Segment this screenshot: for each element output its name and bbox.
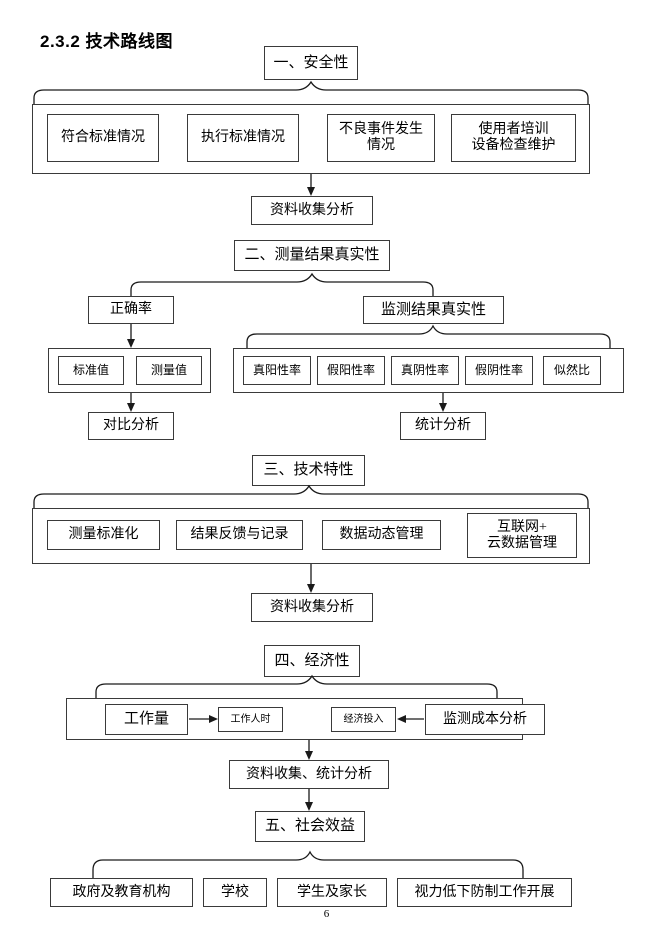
arrow-technical-to-outcome <box>307 564 315 593</box>
economics-item-investment: 经济投入 <box>331 707 396 732</box>
social-item-2: 学校 <box>203 878 267 907</box>
section-header-technical-features: 三、技术特性 <box>252 455 365 486</box>
economics-outcome: 资料收集、统计分析 <box>229 760 389 789</box>
right-branch-item-1: 真阳性率 <box>243 356 311 385</box>
technical-item-3: 数据动态管理 <box>322 520 441 550</box>
section-header-safety: 一、安全性 <box>264 46 358 80</box>
social-item-1: 政府及教育机构 <box>50 878 193 907</box>
safety-outcome: 资料收集分析 <box>251 196 373 225</box>
safety-item-1: 符合标准情况 <box>47 114 159 162</box>
group-box-safety <box>32 104 590 174</box>
measurement-left-branch-label: 正确率 <box>88 296 174 324</box>
technical-item-1: 测量标准化 <box>47 520 160 550</box>
right-branch-item-5: 似然比 <box>543 356 601 385</box>
technical-item-2: 结果反馈与记录 <box>176 520 303 550</box>
brace-safety <box>33 80 589 104</box>
brace-technical-features <box>33 484 589 508</box>
group-box-technical-features <box>32 508 590 564</box>
page-number: 6 <box>323 908 330 920</box>
measurement-right-branch-label: 监测结果真实性 <box>363 296 504 324</box>
social-item-4: 视力低下防制工作开展 <box>397 878 572 907</box>
brace-economics <box>95 674 498 698</box>
left-branch-outcome: 对比分析 <box>88 412 174 440</box>
arrow-correct-rate-to-group <box>127 324 135 348</box>
left-branch-item-2: 测量值 <box>136 356 202 385</box>
right-branch-item-2: 假阳性率 <box>317 356 385 385</box>
technical-outcome: 资料收集分析 <box>251 593 373 622</box>
arrow-right-group-to-outcome <box>439 393 447 412</box>
social-item-3: 学生及家长 <box>277 878 387 907</box>
right-branch-item-3: 真阴性率 <box>391 356 459 385</box>
left-branch-item-1: 标准值 <box>58 356 124 385</box>
arrow-outcome-to-social-benefit <box>305 789 313 811</box>
brace-social-benefit <box>92 850 524 878</box>
economics-item-workload: 工作量 <box>105 704 188 735</box>
arrow-safety-to-outcome <box>307 174 315 196</box>
right-branch-item-4: 假阴性率 <box>465 356 533 385</box>
brace-measurement-truth <box>130 272 434 296</box>
section-header-economics: 四、经济性 <box>264 645 360 677</box>
safety-item-2: 执行标准情况 <box>187 114 299 162</box>
group-box-right-branch <box>233 348 624 393</box>
page-title: 2.3.2 技术路线图 <box>40 32 174 51</box>
group-box-left-branch <box>48 348 211 393</box>
arrow-economics-to-outcome <box>305 740 313 760</box>
brace-monitoring-truth <box>246 324 611 348</box>
economics-item-cost-analysis: 监测成本分析 <box>425 704 545 735</box>
arrow-left-group-to-outcome <box>127 393 135 412</box>
section-header-social-benefit: 五、社会效益 <box>255 811 365 842</box>
safety-item-4: 使用者培训 设备检查维护 <box>451 114 576 162</box>
economics-item-man-hours: 工作人时 <box>218 707 283 732</box>
right-branch-outcome: 统计分析 <box>400 412 486 440</box>
section-header-measurement-truth: 二、测量结果真实性 <box>234 240 390 271</box>
safety-item-3: 不良事件发生 情况 <box>327 114 435 162</box>
technical-item-4: 互联网+ 云数据管理 <box>467 513 577 558</box>
